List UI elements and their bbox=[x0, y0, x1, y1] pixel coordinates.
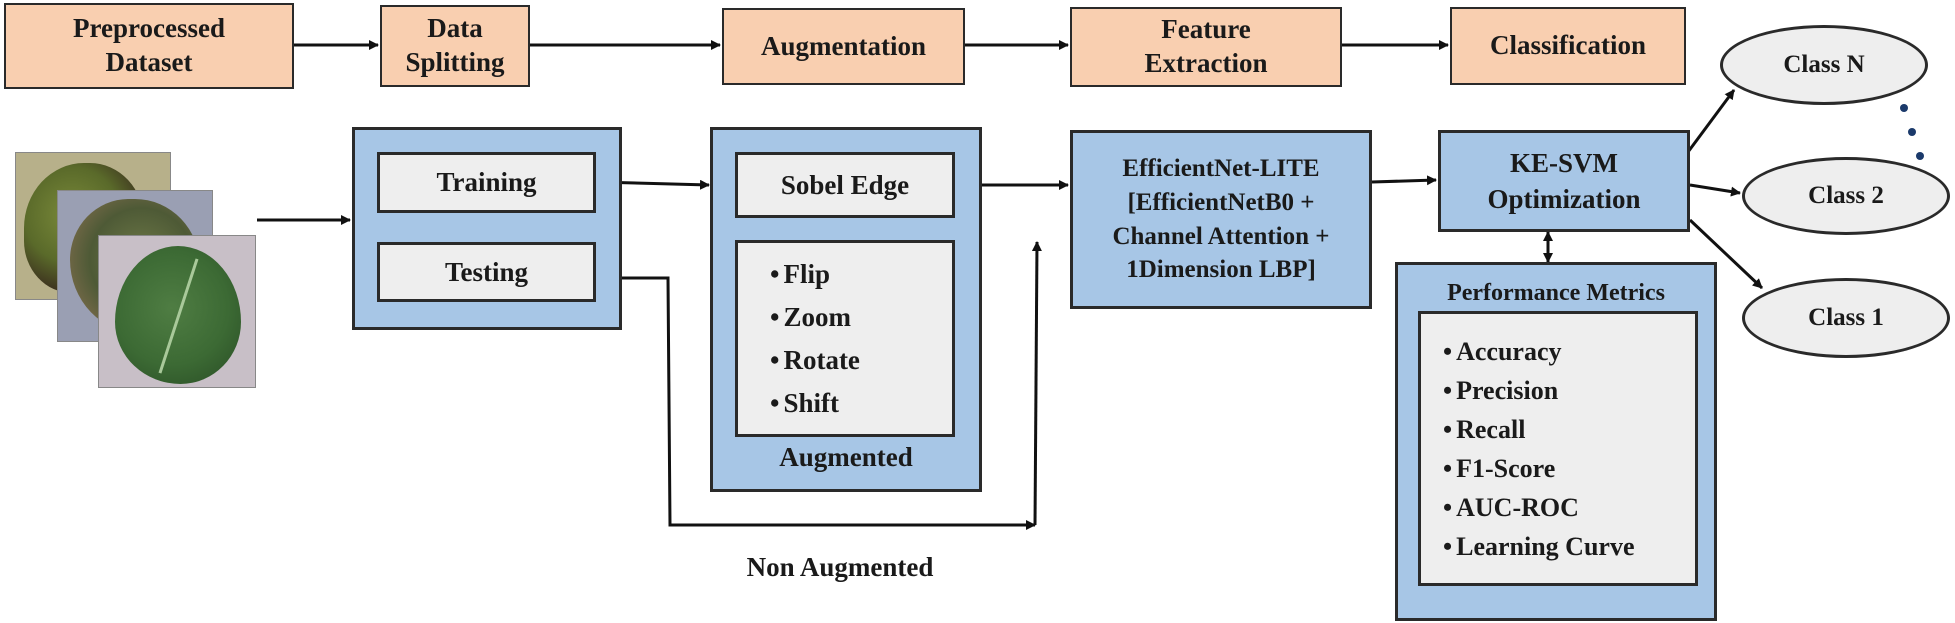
metrics-box: Accuracy Precision Recall F1-Score AUC-R… bbox=[1418, 311, 1698, 586]
arrow-nonaugmented-to-model bbox=[1031, 241, 1042, 526]
class-n-oval: Class N bbox=[1720, 25, 1928, 105]
model-box: EfficientNet-LITE [EfficientNetB0 + Chan… bbox=[1070, 130, 1372, 309]
metrics-list: Accuracy Precision Recall F1-Score AUC-R… bbox=[1443, 332, 1635, 566]
model-line-2: [EfficientNetB0 + bbox=[1127, 188, 1315, 216]
stage-splitting-line-2: Splitting bbox=[405, 47, 505, 77]
ellipsis-dots bbox=[1900, 104, 1924, 160]
metrics-title: Performance Metrics bbox=[1447, 280, 1665, 306]
arrow-testing-to-nonaugmented bbox=[596, 276, 1036, 530]
class-1-oval: Class 1 bbox=[1742, 278, 1950, 358]
training-label: Training bbox=[436, 167, 537, 197]
metric-accuracy: Accuracy bbox=[1443, 332, 1635, 371]
arrow-classifier-to-class-2 bbox=[1689, 183, 1741, 197]
non-augmented-caption: Non Augmented bbox=[746, 552, 934, 582]
stage-augmentation: Augmentation bbox=[722, 8, 965, 85]
arrow-model-to-classifier bbox=[1371, 175, 1437, 186]
training-box: Training bbox=[377, 152, 596, 213]
metric-precision: Precision bbox=[1443, 371, 1635, 410]
stage-feature-line-2: Extraction bbox=[1144, 48, 1268, 78]
augmentation-ops-box: Flip Zoom Rotate Shift bbox=[735, 240, 955, 437]
stage-feature-line-1: Feature bbox=[1161, 14, 1251, 45]
leaf-image-healthy bbox=[98, 235, 256, 388]
model-line-3: Channel Attention + bbox=[1112, 222, 1330, 250]
stage-preprocessed-line-1: Preprocessed bbox=[73, 13, 225, 44]
stage-classification: Classification bbox=[1450, 7, 1686, 85]
classifier-box: KE-SVM Optimization bbox=[1438, 130, 1690, 232]
augmented-caption: Augmented bbox=[779, 442, 913, 472]
op-shift: Shift bbox=[770, 382, 860, 425]
class-2-oval: Class 2 bbox=[1742, 157, 1950, 235]
sobel-edge-box: Sobel Edge bbox=[735, 152, 955, 218]
model-line-1: EfficientNet-LITE bbox=[1122, 155, 1320, 182]
sobel-edge-label: Sobel Edge bbox=[780, 169, 910, 200]
class-1-label: Class 1 bbox=[1808, 304, 1884, 331]
op-flip: Flip bbox=[770, 253, 860, 296]
model-line-4: 1Dimension LBP] bbox=[1126, 256, 1316, 284]
testing-box: Testing bbox=[377, 242, 596, 302]
metric-auc-roc: AUC-ROC bbox=[1443, 488, 1635, 527]
op-zoom: Zoom bbox=[770, 296, 860, 339]
classifier-line-1: KE-SVM bbox=[1510, 147, 1618, 178]
class-n-label: Class N bbox=[1783, 51, 1865, 78]
stage-preprocessed-line-2: Dataset bbox=[105, 47, 193, 77]
stage-splitting-line-1: Data bbox=[427, 13, 483, 44]
stage-classification-label: Classification bbox=[1489, 30, 1646, 61]
arrow-classifier-to-class-n bbox=[1686, 89, 1736, 153]
op-rotate: Rotate bbox=[770, 339, 859, 382]
metric-recall: Recall bbox=[1443, 410, 1635, 449]
stage-augmentation-label: Augmentation bbox=[760, 30, 926, 61]
classifier-line-2: Optimization bbox=[1487, 184, 1641, 214]
class-2-label: Class 2 bbox=[1808, 182, 1884, 209]
metric-f1-score: F1-Score bbox=[1443, 449, 1635, 488]
metric-learning-curve: Learning Curve bbox=[1443, 527, 1634, 566]
arrow-classifier-to-class-1 bbox=[1688, 218, 1764, 290]
testing-label: Testing bbox=[444, 256, 529, 287]
augmentation-ops-list: Flip Zoom Rotate Shift bbox=[770, 253, 860, 425]
